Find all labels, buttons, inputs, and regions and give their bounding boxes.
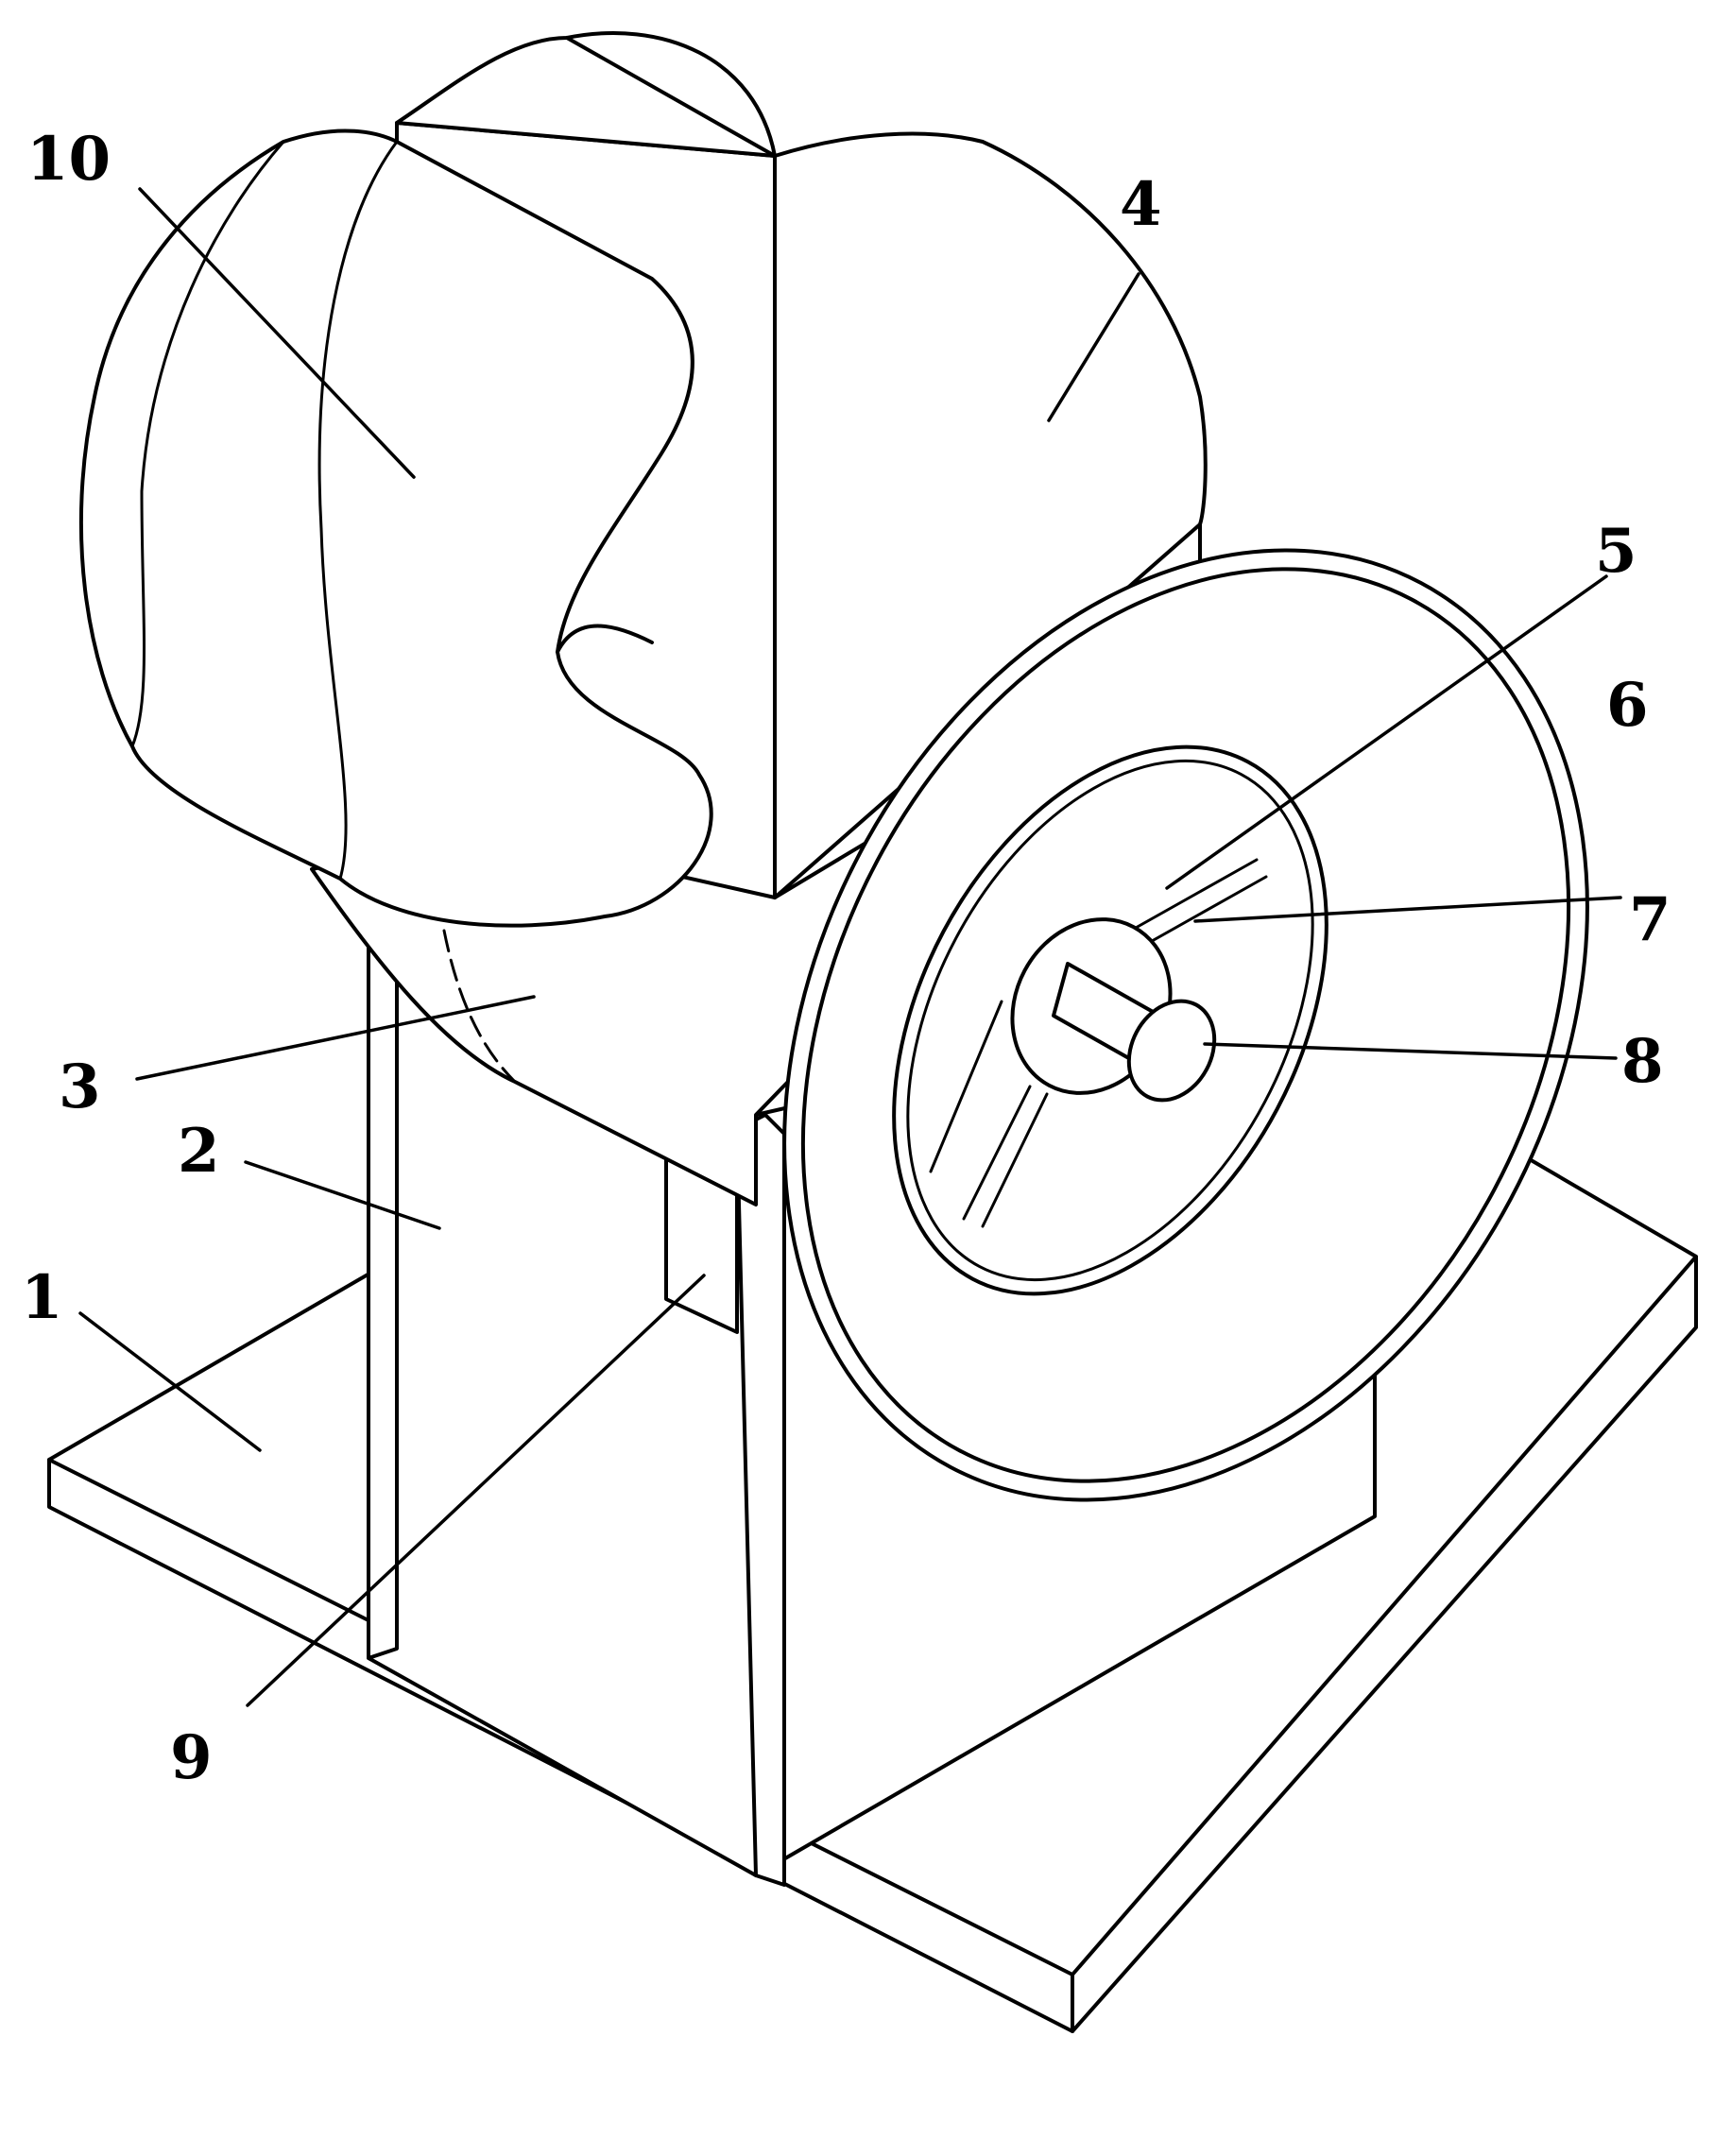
label-shaft-bracket: 5 (1595, 516, 1637, 587)
label-block: 9 (170, 1722, 213, 1793)
label-base: 1 (21, 1262, 63, 1333)
labels: 10 4 5 6 7 8 3 2 1 9 (21, 124, 1671, 1793)
label-cover: 10 (26, 124, 111, 195)
label-spoke: 7 (1629, 884, 1671, 955)
label-disc: 6 (1606, 670, 1649, 741)
shaft (1010, 917, 1217, 1103)
cover (78, 128, 713, 928)
label-housing: 4 (1120, 169, 1162, 240)
label-drum: 3 (59, 1052, 101, 1122)
label-support: 2 (178, 1116, 220, 1187)
label-shaft: 8 (1621, 1026, 1664, 1097)
leader-lines (78, 187, 1622, 1707)
